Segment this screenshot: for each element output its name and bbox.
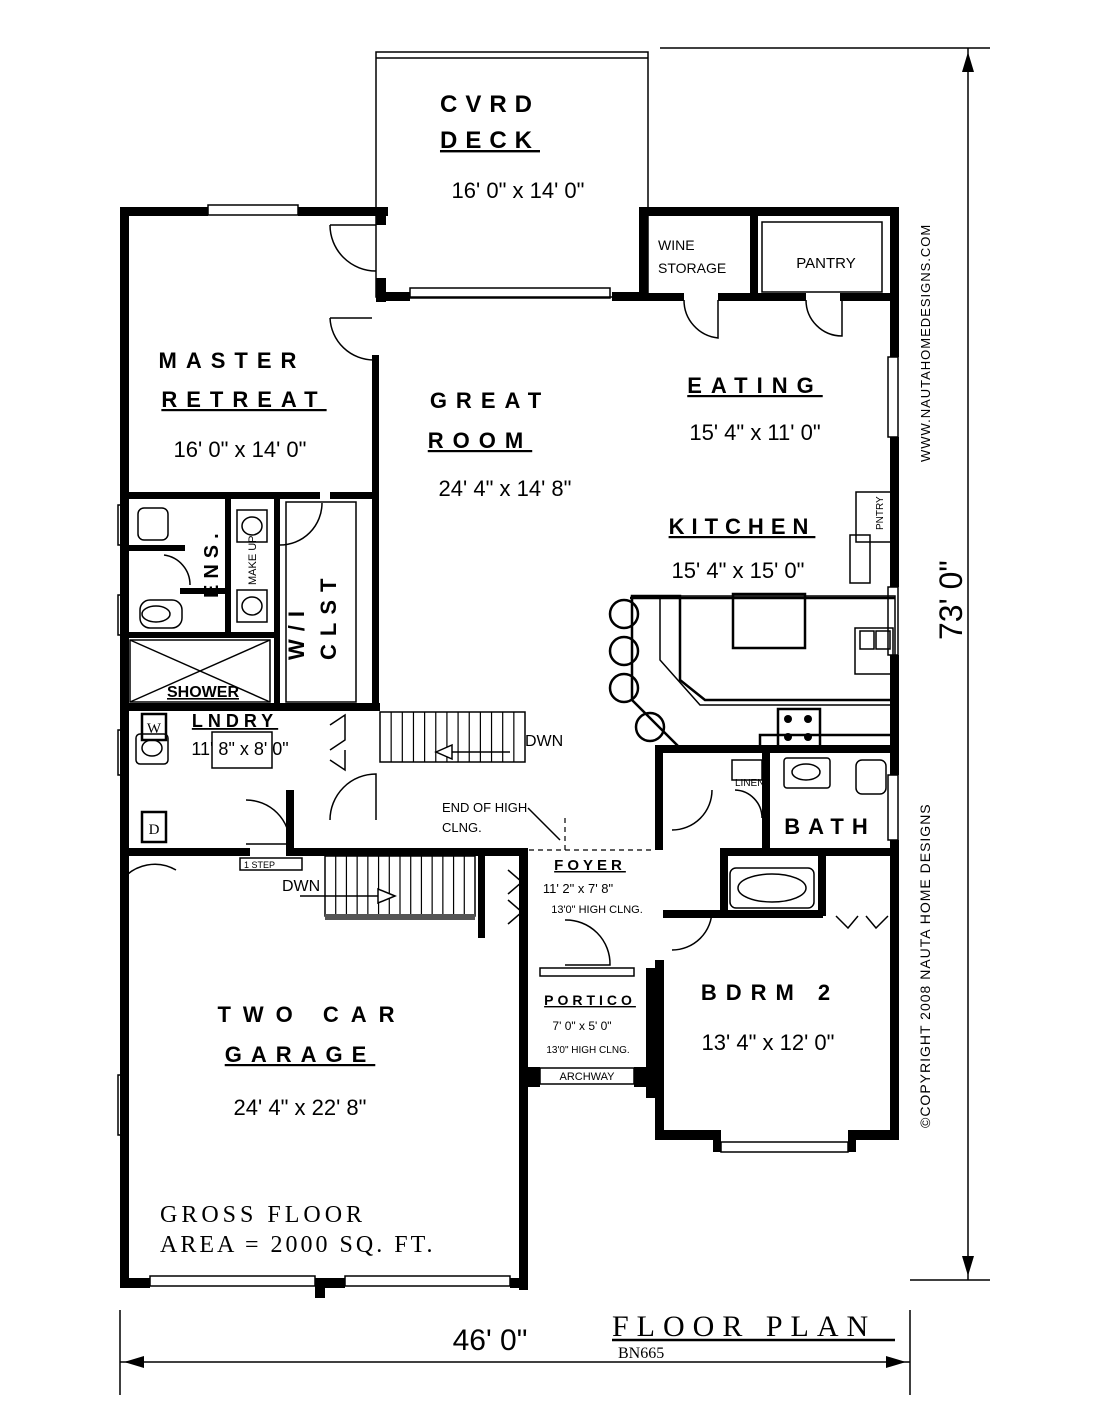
stairs-down-lower: DWN [282,878,320,895]
width-dimension: 46' 0" [453,1324,528,1357]
clst-label2: CLST [316,571,341,660]
washer-label: W [147,721,162,737]
deck-name: CVRD [440,91,540,118]
wine-label: WINE [658,237,695,253]
kitchen-name: KITCHEN [669,514,816,539]
upper-stairs [379,711,526,763]
stairs-down-upper: DWN [525,733,563,750]
step-label: 1 STEP [244,860,275,870]
portico-note: 13'0" HIGH CLNG. [546,1045,629,1056]
gross-area-line2: AREA = 2000 SQ. FT. [160,1232,435,1258]
master-name2: RETREAT [161,387,326,412]
laundry-fixtures [135,712,273,844]
door-swings [121,224,889,966]
room-labels: CVRD DECK 16' 0" x 14' 0" WINE STORAGE P… [147,91,969,1362]
garage-name: TWO CAR [217,1002,406,1027]
depth-dimension: 73' 0" [933,560,969,640]
windows [117,204,899,1287]
great-name2: ROOM [428,428,532,453]
shower-label: SHOWER [167,684,239,701]
linen-label: LINEN [735,778,764,789]
bath-fixtures [729,757,887,909]
portico-name: PORTICO [544,992,636,1008]
high-clng-label: END OF HIGH [442,800,527,815]
garage-name2: GARAGE [225,1042,376,1067]
kitchen-dim: 15' 4" x 15' 0" [672,558,805,583]
interior-walls [120,215,899,938]
ensuite-fixtures [129,501,357,703]
pntry-label: PNTRY [875,496,886,530]
exterior-walls [120,207,899,1298]
garage-dim: 24' 4" x 22' 8" [234,1095,367,1120]
master-name: MASTER [159,348,306,373]
laundry-dim: 11' 8" x 8' 0" [191,739,288,759]
wine-label2: STORAGE [658,260,726,276]
plan-title: FLOOR PLAN [612,1310,876,1343]
high-ceiling-line [520,818,655,851]
lower-stairs [300,855,476,920]
covered-deck [375,51,649,299]
portico-dim: 7' 0" x 5' 0" [552,1019,611,1033]
master-dim: 16' 0" x 14' 0" [174,437,307,462]
copyright-watermark: ©COPYRIGHT 2008 NAUTA HOME DESIGNS [917,803,933,1128]
deck-name2: DECK [440,127,540,154]
clst-label: W/I [284,603,309,660]
website-watermark: WWW.NAUTAHOMEDESIGNS.COM [918,224,933,462]
foyer-dim: 11' 2" x 7' 8" [543,881,614,896]
dryer-label: D [149,822,160,838]
great-dim: 24' 4" x 14' 8" [439,476,572,501]
laundry-name: LNDRY [192,711,278,731]
bdrm2-name: BDRM 2 [701,980,839,1005]
ens-label: ENS. [201,527,223,598]
great-name: GREAT [430,388,550,413]
high-clng-label2: CLNG. [442,820,482,835]
dimension-lines [119,47,990,1395]
pantry-label: PANTRY [796,255,855,272]
deck-dim: 16' 0" x 14' 0" [452,178,585,203]
archway-label: ARCHWAY [560,1071,616,1083]
gross-area-line1: GROSS FLOOR [160,1202,366,1228]
foyer-name: FOYER [554,857,626,874]
foyer-note: 13'0" HIGH CLNG. [551,904,643,916]
eating-dim: 15' 4" x 11' 0" [689,420,820,445]
bdrm2-dim: 13' 4" x 12' 0" [702,1030,835,1055]
plan-code: BN665 [618,1345,664,1362]
makeup-label: MAKE UP [247,535,259,585]
eating-name: EATING [687,373,822,398]
bath-name: BATH [784,814,875,839]
kitchen-island [608,491,896,751]
